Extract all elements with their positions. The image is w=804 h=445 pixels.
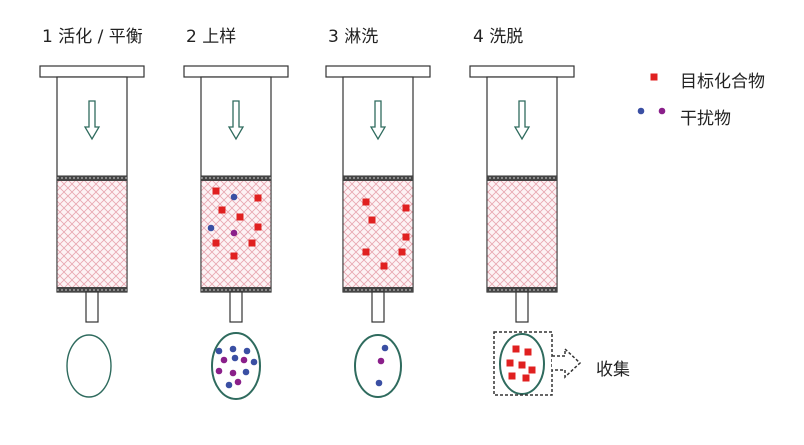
- spe-column-3: [325, 65, 431, 323]
- column-tip: [515, 291, 529, 323]
- interferent-mark: [231, 354, 239, 362]
- target-compound-mark: [506, 359, 514, 367]
- target-compound-mark: [218, 206, 226, 214]
- collection-vessel-4: [499, 333, 545, 395]
- column-tip: [371, 291, 385, 323]
- column-flange: [39, 65, 145, 78]
- collection-vessel-2: [211, 332, 261, 400]
- step-1-title: 1 活化 / 平衡: [42, 27, 143, 47]
- column-flange: [183, 65, 289, 78]
- sorbent-bed: [486, 175, 558, 293]
- target-compound-mark: [368, 216, 376, 224]
- target-compound-mark: [254, 223, 262, 231]
- target-compound-mark: [512, 345, 520, 353]
- vessel-outline: [66, 334, 112, 398]
- interferent-mark: [381, 344, 389, 352]
- target-compound-mark: [236, 213, 244, 221]
- legend-interferent-blue-mark: [637, 107, 645, 115]
- top-frit: [201, 176, 271, 181]
- target-compound-mark: [508, 372, 516, 380]
- interferent-mark: [234, 378, 242, 386]
- collect-label: 收集: [596, 360, 630, 380]
- interferent-mark: [230, 229, 238, 237]
- target-compound-mark: [362, 248, 370, 256]
- target-compound-mark: [528, 366, 536, 374]
- interferent-mark: [240, 356, 248, 364]
- collection-vessel-3: [354, 334, 402, 398]
- top-frit: [487, 176, 557, 181]
- target-compound-mark: [398, 248, 406, 256]
- bottom-frit: [57, 287, 127, 292]
- column-flange: [325, 65, 431, 78]
- bottom-frit: [487, 287, 557, 292]
- interferent-mark: [215, 367, 223, 375]
- interferent-mark: [377, 357, 385, 365]
- right-arrow-icon: [552, 347, 582, 379]
- target-compound-mark: [230, 252, 238, 260]
- collect-indicator: [493, 331, 582, 396]
- target-compound-mark: [212, 239, 220, 247]
- top-frit: [343, 176, 413, 181]
- step-4-title: 4 洗脱: [473, 27, 524, 47]
- interferent-mark: [229, 369, 237, 377]
- target-compound-mark: [254, 194, 262, 202]
- target-compound-mark: [248, 239, 256, 247]
- target-compound-mark: [522, 374, 530, 382]
- sorbent-bed: [56, 175, 128, 293]
- down-arrow-icon: [83, 100, 101, 141]
- interferent-mark: [215, 347, 223, 355]
- column-flange: [469, 65, 575, 78]
- target-compound-mark: [402, 233, 410, 241]
- spe-column-4: [469, 65, 575, 323]
- top-frit: [57, 176, 127, 181]
- column-tip: [85, 291, 99, 323]
- interferent-mark: [250, 358, 258, 366]
- bottom-frit: [343, 287, 413, 292]
- interferent-mark: [243, 347, 251, 355]
- target-compound-mark: [402, 204, 410, 212]
- vessel-outline: [354, 334, 402, 398]
- interferent-mark: [207, 224, 215, 232]
- step-2-title: 2 上样: [186, 27, 237, 47]
- spe-column-1: [39, 65, 145, 323]
- down-arrow-icon: [513, 100, 531, 141]
- interferent-mark: [225, 381, 233, 389]
- step-3-title: 3 淋洗: [328, 27, 379, 47]
- interferent-mark: [242, 368, 250, 376]
- sorbent-bed: [342, 175, 414, 293]
- interferent-mark: [229, 345, 237, 353]
- legend-target-label: 目标化合物: [680, 72, 765, 92]
- interferent-mark: [230, 193, 238, 201]
- collect-dashed-box: [493, 331, 553, 396]
- target-compound-mark: [362, 198, 370, 206]
- legend-interferent-purple-mark: [658, 107, 666, 115]
- target-compound-mark: [212, 187, 220, 195]
- bottom-frit: [201, 287, 271, 292]
- legend-target-mark: [650, 73, 658, 81]
- vessel-outline: [211, 332, 261, 400]
- column-tip: [229, 291, 243, 323]
- down-arrow-icon: [227, 100, 245, 141]
- interferent-mark: [220, 356, 228, 364]
- down-arrow-icon: [369, 100, 387, 141]
- legend-interferent-label: 干扰物: [680, 109, 731, 129]
- target-compound-mark: [524, 348, 532, 356]
- target-compound-mark: [380, 262, 388, 270]
- spe-column-2: [183, 65, 289, 323]
- target-compound-mark: [518, 361, 526, 369]
- interferent-mark: [375, 379, 383, 387]
- collection-vessel-1: [66, 334, 112, 398]
